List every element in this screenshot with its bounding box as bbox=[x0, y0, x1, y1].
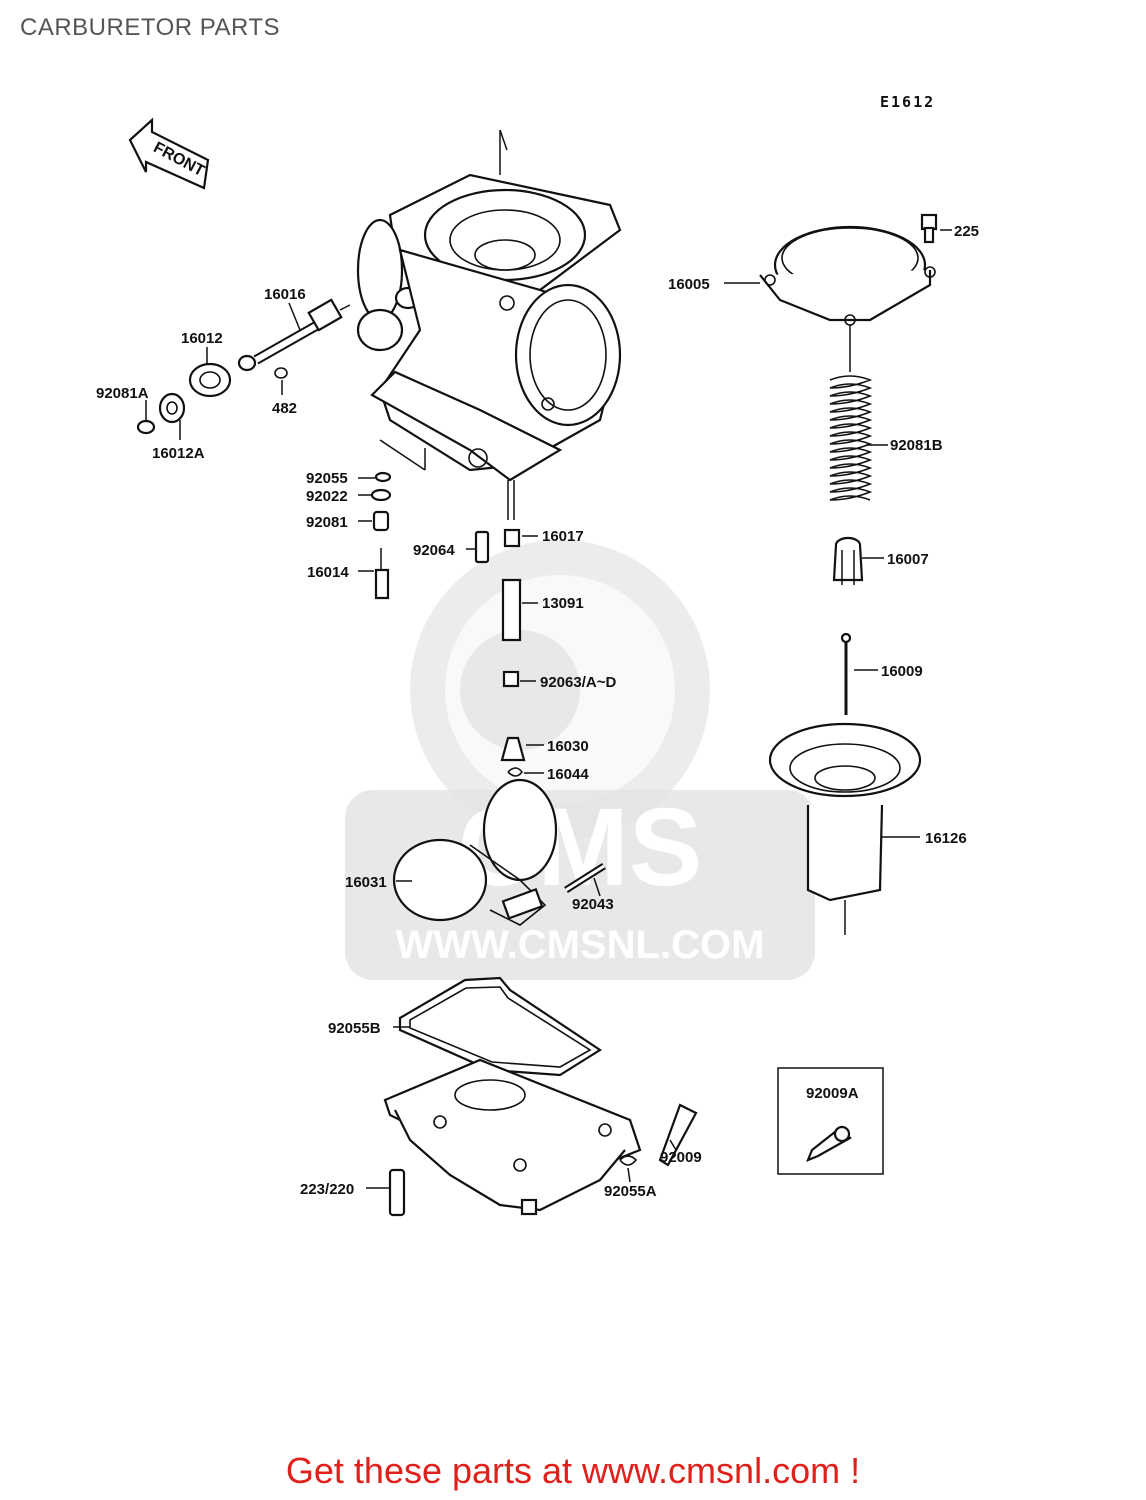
label-16030: 16030 bbox=[547, 738, 589, 755]
label-16016: 16016 bbox=[264, 286, 306, 303]
label-92009a: 92009A bbox=[806, 1085, 859, 1102]
diaphragm-spring-part bbox=[829, 375, 873, 501]
label-92081b: 92081B bbox=[890, 437, 943, 454]
screw-92009a-box bbox=[777, 1067, 884, 1175]
label-16017: 16017 bbox=[542, 528, 584, 545]
pilot-screw-cap-part bbox=[136, 354, 288, 435]
label-92064: 92064 bbox=[413, 542, 455, 559]
label-92022: 92022 bbox=[306, 488, 348, 505]
label-16044: 16044 bbox=[547, 766, 589, 783]
page-title: CARBURETOR PARTS bbox=[20, 14, 281, 41]
label-92081: 92081 bbox=[306, 514, 348, 531]
label-16007: 16007 bbox=[887, 551, 929, 568]
label-16031: 16031 bbox=[345, 874, 387, 891]
float-bowl-part bbox=[383, 976, 698, 1217]
small-jet-parts bbox=[370, 471, 526, 777]
jet-needle-part bbox=[840, 632, 852, 715]
needle-holder-part bbox=[832, 536, 864, 585]
diagram-code: E1612 bbox=[880, 93, 935, 111]
label-16012: 16012 bbox=[181, 330, 223, 347]
label-16126: 16126 bbox=[925, 830, 967, 847]
label-16005: 16005 bbox=[668, 276, 710, 293]
label-92043: 92043 bbox=[572, 896, 614, 913]
float-part bbox=[392, 778, 606, 926]
pilot-screw-shaft-part bbox=[253, 298, 351, 365]
leader-lines bbox=[145, 229, 952, 1189]
carburetor-body bbox=[356, 129, 622, 520]
label-482: 482 bbox=[272, 400, 297, 417]
label-92055a: 92055A bbox=[604, 1183, 657, 1200]
front-arrow-icon: FRONT bbox=[128, 117, 210, 190]
label-16012a: 16012A bbox=[152, 445, 205, 462]
footer-link[interactable]: Get these parts at www.cmsnl.com ! bbox=[285, 1450, 861, 1491]
vacuum-piston-part bbox=[768, 722, 922, 935]
top-cover-part bbox=[759, 213, 938, 372]
label-16014: 16014 bbox=[307, 564, 349, 581]
part-labels: 225 16005 16016 16012 92081A 482 16012A … bbox=[96, 223, 979, 1200]
label-223-220: 223/220 bbox=[300, 1181, 354, 1198]
watermark-url: WWW.CMSNL.COM bbox=[396, 923, 765, 967]
label-13091: 13091 bbox=[542, 595, 584, 612]
label-92081a: 92081A bbox=[96, 385, 149, 402]
label-225: 225 bbox=[954, 223, 979, 240]
label-92009: 92009 bbox=[660, 1149, 702, 1166]
label-16009: 16009 bbox=[881, 663, 923, 680]
label-92055b: 92055B bbox=[328, 1020, 381, 1037]
label-92055: 92055 bbox=[306, 470, 348, 487]
label-92063: 92063/A~D bbox=[540, 674, 616, 691]
